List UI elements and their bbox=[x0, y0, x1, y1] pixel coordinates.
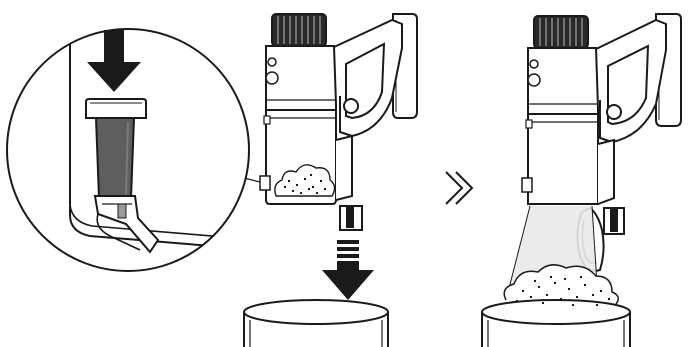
down-arrow-icon bbox=[322, 240, 374, 300]
vacuum-unit-open bbox=[506, 14, 681, 300]
trash-bin-with-dust bbox=[482, 265, 630, 347]
latch-cap bbox=[86, 99, 146, 118]
trash-bin bbox=[244, 300, 388, 347]
motor-cap bbox=[272, 14, 326, 46]
double-chevron-right-icon bbox=[446, 172, 472, 204]
vacuum-unit-closed bbox=[260, 14, 417, 230]
latch-detail-magnifier bbox=[7, 20, 268, 271]
power-button bbox=[344, 99, 358, 113]
